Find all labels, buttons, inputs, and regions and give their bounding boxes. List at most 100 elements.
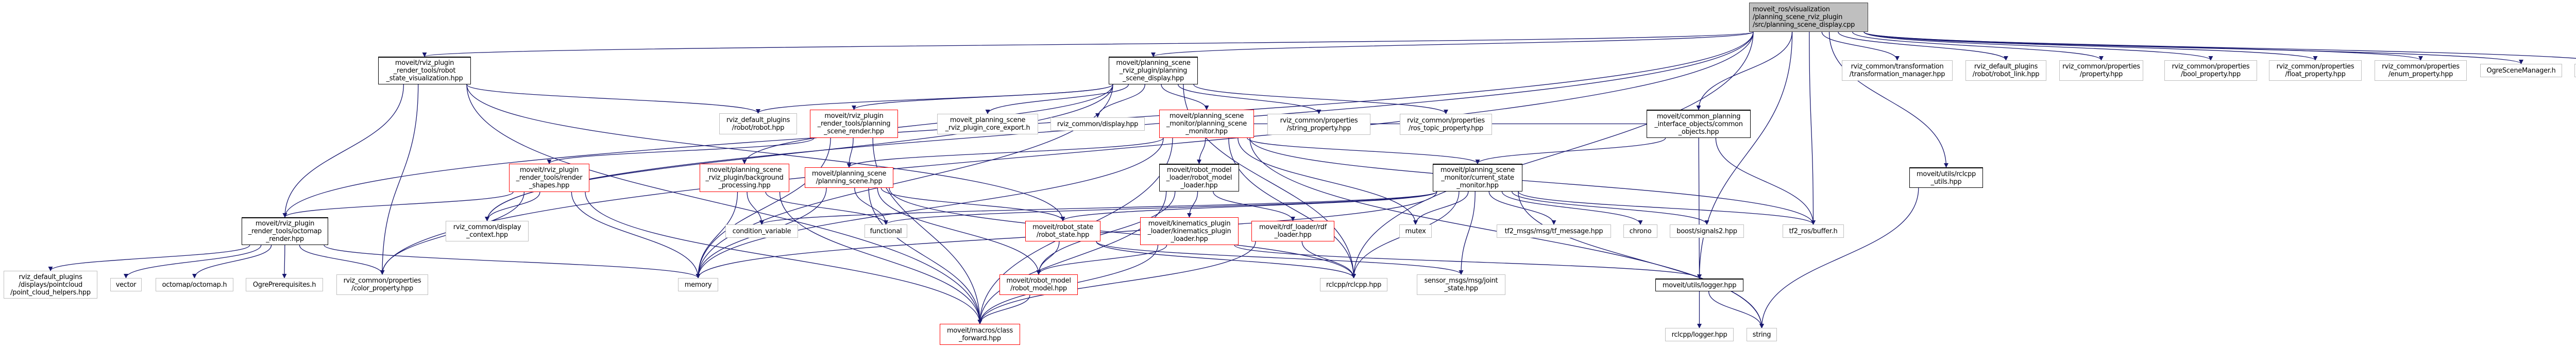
node-functional[interactable]: functional: [865, 224, 907, 238]
edge-psm-to-rml: [1196, 137, 1206, 164]
node-label: rviz_default_plugins /robot/robot_link.h…: [1972, 63, 2040, 78]
node-robot-model[interactable]: moveit/robot_model /robot_model.hpp: [999, 274, 1078, 295]
node-psr[interactable]: moveit/rviz_plugin _render_tools/plannin…: [810, 110, 898, 138]
node-planning-scene[interactable]: moveit/planning_scene /planning_scene.hp…: [805, 167, 893, 188]
edge-render_shapes-to-display_context: [484, 192, 540, 221]
node-kin-loader[interactable]: moveit/kinematics_plugin _loader/kinemat…: [1140, 217, 1239, 245]
node-label: rviz_common/transformation /transformati…: [1849, 63, 1945, 78]
node-ogre-sn[interactable]: OgreSceneNode.h: [2574, 64, 2576, 77]
edge-psm-to-planning_scene: [846, 137, 1164, 168]
node-rsv[interactable]: moveit/rviz_plugin _render_tools/robot _…: [378, 57, 471, 84]
node-label: string: [1752, 330, 1771, 339]
node-robot-state[interactable]: moveit/robot_state /robot_state.hpp: [1025, 221, 1100, 241]
edge-bg_proc-to-functional: [765, 192, 888, 225]
node-cond-var[interactable]: condition_variable: [725, 224, 798, 238]
edge-common_objects-to-csm: [1475, 137, 1666, 164]
node-ogre-sm[interactable]: OgreSceneManager.h: [2480, 64, 2562, 77]
edge-rsv-to-class_forward: [466, 84, 982, 324]
edge-root-to-tm: [1821, 31, 1900, 61]
node-bool-prop[interactable]: rviz_common/properties /bool_property.hp…: [2164, 60, 2257, 81]
edge-bg_proc-to-memory: [696, 192, 738, 279]
edge-csm-to-tf_message: [1488, 191, 1556, 225]
edge-robot_state-to-robot_model: [1036, 241, 1060, 275]
node-label: moveit/common_planning _interface_object…: [1654, 112, 1743, 136]
edge-planning_scene-to-functional: [854, 187, 889, 225]
node-label: moveit_planning_scene _rviz_plugin_core_…: [945, 116, 1030, 132]
node-class-forward[interactable]: moveit/macros/class _forward.hpp: [940, 324, 1020, 345]
node-tm[interactable]: rviz_common/transformation /transformati…: [1842, 60, 1953, 81]
node-label: moveit/robot_model _loader/robot_model _…: [1166, 166, 1232, 189]
edge-rsv-to-robot: [466, 84, 760, 114]
node-property[interactable]: rviz_common/properties /property.hpp: [2059, 60, 2143, 81]
edge-rclcpp_utils-to-string: [1759, 187, 1919, 328]
edge-robot_model-to-class_forward: [977, 294, 1030, 324]
edge-octomap_render-to-color_prop: [299, 245, 385, 275]
node-label: rviz_common/display _context.hpp: [453, 223, 521, 239]
node-joint-state[interactable]: sensor_msgs/msg/joint _state.hpp: [1417, 274, 1505, 295]
node-octomap-h[interactable]: octomap/octomap.h: [156, 278, 233, 291]
node-label: rviz_common/display.hpp: [1057, 120, 1139, 128]
node-mutex[interactable]: mutex: [1399, 224, 1432, 238]
node-memory[interactable]: memory: [678, 278, 718, 291]
node-csm[interactable]: moveit/planning_scene _monitor/current_s…: [1433, 164, 1522, 192]
node-common-objects[interactable]: moveit/common_planning _interface_object…: [1647, 110, 1751, 138]
node-octomap-render[interactable]: moveit/rviz_plugin _render_tools/octomap…: [242, 217, 328, 245]
node-ros-topic-prop[interactable]: rviz_common/properties /ros_topic_proper…: [1400, 114, 1492, 135]
node-label: chrono: [1629, 227, 1652, 235]
node-label: vector: [115, 281, 137, 289]
node-signals2[interactable]: boost/signals2.hpp: [1670, 224, 1744, 238]
node-label: rviz_common/properties /float_property.h…: [2276, 63, 2354, 78]
node-float-prop[interactable]: rviz_common/properties /float_property.h…: [2269, 60, 2362, 81]
edge-csm-to-chrono: [1501, 191, 1643, 225]
node-color-prop[interactable]: rviz_common/properties /color_property.h…: [336, 274, 428, 295]
node-logger[interactable]: moveit/utils/logger.hpp: [1655, 279, 1743, 291]
node-display[interactable]: rviz_common/display.hpp: [1050, 117, 1145, 131]
node-string[interactable]: string: [1747, 328, 1777, 341]
node-display-context[interactable]: rviz_common/display _context.hpp: [446, 221, 529, 241]
edge-logger-to-string: [1708, 291, 1765, 328]
node-rclcpp-utils[interactable]: moveit/utils/rclcpp _utils.hpp: [1909, 167, 1983, 188]
edge-root-to-logger: [1697, 31, 1793, 279]
edge-root-to-bool_prop: [1863, 31, 2213, 61]
node-rdf-loader[interactable]: moveit/rdf_loader/rdf _loader.hpp: [1251, 221, 1334, 241]
edge-robot_state-to-joint_state: [1096, 241, 1464, 275]
node-ogre-prereq[interactable]: OgrePrerequisites.h: [246, 278, 323, 291]
node-robot[interactable]: rviz_default_plugins /robot/robot.hpp: [719, 113, 797, 134]
node-root[interactable]: moveit_ros/visualization /planning_scene…: [1749, 3, 1868, 32]
node-label: octomap/octomap.h: [162, 281, 227, 289]
edge-octomap_render-to-octomap_h: [192, 245, 272, 279]
edge-csm-to-buffer: [1518, 191, 1816, 225]
node-rclcpp[interactable]: rclcpp/rclcpp.hpp: [1320, 278, 1387, 291]
edge-rml-to-class_forward: [977, 191, 1167, 324]
node-label: functional: [870, 227, 902, 235]
node-enum-prop[interactable]: rviz_common/properties /enum_property.hp…: [2375, 60, 2467, 81]
node-label: moveit/robot_model /robot_model.hpp: [1006, 277, 1071, 292]
edge-octomap_render-to-ogre_prereq: [282, 245, 287, 279]
node-label: sensor_msgs/msg/joint _state.hpp: [1424, 277, 1498, 292]
node-core-export[interactable]: moveit_planning_scene _rviz_plugin_core_…: [937, 114, 1038, 134]
edge-psm-to-memory: [696, 137, 1164, 279]
node-buffer[interactable]: tf2_ros/buffer.h: [1783, 224, 1844, 238]
edge-root-to-buffer: [1809, 31, 1816, 225]
node-rml[interactable]: moveit/robot_model _loader/robot_model _…: [1159, 164, 1239, 192]
node-psd[interactable]: moveit/planning_scene _rviz_plugin/plann…: [1109, 57, 1198, 84]
node-render-shapes[interactable]: moveit/rviz_plugin _render_tools/render …: [509, 164, 589, 192]
node-bg-proc[interactable]: moveit/planning_scene _rviz_plugin/backg…: [700, 164, 789, 192]
node-label: rviz_common/properties /ros_topic_proper…: [1407, 116, 1485, 132]
edge-robot_state-to-rclcpp: [1096, 241, 1356, 279]
node-robot-link[interactable]: rviz_default_plugins /robot/robot_link.h…: [1965, 60, 2046, 81]
edge-csm-to-functional: [884, 191, 1437, 225]
node-tf-message[interactable]: tf2_msgs/msg/tf_message.hpp: [1497, 224, 1611, 238]
edge-render_shapes-to-octomap_render: [282, 192, 514, 218]
node-chrono[interactable]: chrono: [1623, 224, 1657, 238]
edge-kin_loader-to-logger: [1234, 245, 1702, 279]
edge-psd-to-ros_topic_prop: [1193, 84, 1448, 114]
node-label: rviz_default_plugins /robot/robot.hpp: [726, 116, 790, 132]
edge-octomap_render-to-pc_helpers: [48, 245, 250, 271]
node-pc-helpers[interactable]: rviz_default_plugins /displays/pointclou…: [4, 271, 97, 299]
node-label: moveit/planning_scene _monitor/planning_…: [1166, 112, 1247, 135]
node-vector[interactable]: vector: [110, 278, 142, 291]
node-string-prop[interactable]: rviz_common/properties /string_property.…: [1267, 114, 1370, 135]
node-psm[interactable]: moveit/planning_scene _monitor/planning_…: [1159, 110, 1254, 138]
node-rclcpp-logger[interactable]: rclcpp/logger.hpp: [1665, 328, 1734, 341]
